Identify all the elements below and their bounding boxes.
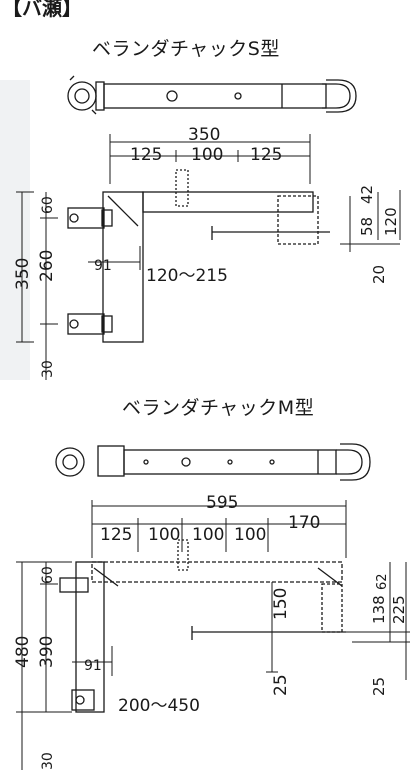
m-top-view [55, 443, 371, 481]
m-dim-60: 60 [40, 566, 56, 584]
m-dim-595: 595 [206, 493, 238, 513]
m-dim-30: 30 [40, 752, 56, 770]
scan-shading [0, 80, 30, 380]
s-dim-20: 20 [370, 265, 388, 284]
m-dim-91: 91 [84, 658, 102, 674]
s-dim-range: 120〜215 [146, 266, 228, 286]
m-dim-125: 125 [100, 525, 132, 545]
s-dim-350: 350 [188, 125, 220, 145]
m-dim-100c: 100 [234, 525, 266, 545]
m-dim-25-right: 25 [370, 677, 388, 696]
m-dim-225: 225 [390, 595, 408, 624]
s-dimension-lines [16, 134, 401, 380]
header-bracket-text: 【バ瀬】 [2, 0, 82, 20]
m-dim-100a: 100 [148, 525, 180, 545]
s-dim-91: 91 [94, 258, 112, 274]
s-front-view [67, 169, 330, 343]
s-dim-120: 120 [382, 207, 400, 236]
s-dim-30: 30 [40, 360, 56, 378]
m-dim-170: 170 [288, 513, 320, 533]
s-top-view [67, 75, 357, 115]
s-dim-125b: 125 [250, 145, 282, 165]
m-front-view [59, 539, 346, 713]
m-dim-25-mid: 25 [271, 674, 291, 696]
s-dim-42: 42 [358, 185, 376, 204]
s-dim-350-vertical: 350 [13, 258, 33, 290]
m-dim-150: 150 [271, 588, 291, 620]
s-dim-58: 58 [358, 217, 376, 236]
m-dim-480: 480 [13, 636, 33, 668]
m-dim-100b: 100 [192, 525, 224, 545]
m-dim-labels: 595 125 100 100 100 170 91 200〜450 480 3… [13, 493, 408, 770]
m-dim-range: 200〜450 [118, 696, 200, 716]
s-dim-260: 260 [37, 250, 57, 282]
s-dim-125a: 125 [130, 145, 162, 165]
title-s-type: ベランダチャックS型 [92, 38, 280, 60]
m-dim-390: 390 [37, 636, 57, 668]
m-dimension-lines [16, 500, 410, 770]
m-dim-62: 62 [375, 573, 390, 590]
s-dim-60: 60 [40, 196, 56, 214]
title-m-type: ベランダチャックM型 [122, 397, 315, 419]
m-dim-138: 138 [370, 595, 388, 624]
s-dim-labels: 350 125 100 125 91 120〜215 350 260 60 30… [13, 125, 400, 378]
s-dim-100: 100 [191, 145, 223, 165]
